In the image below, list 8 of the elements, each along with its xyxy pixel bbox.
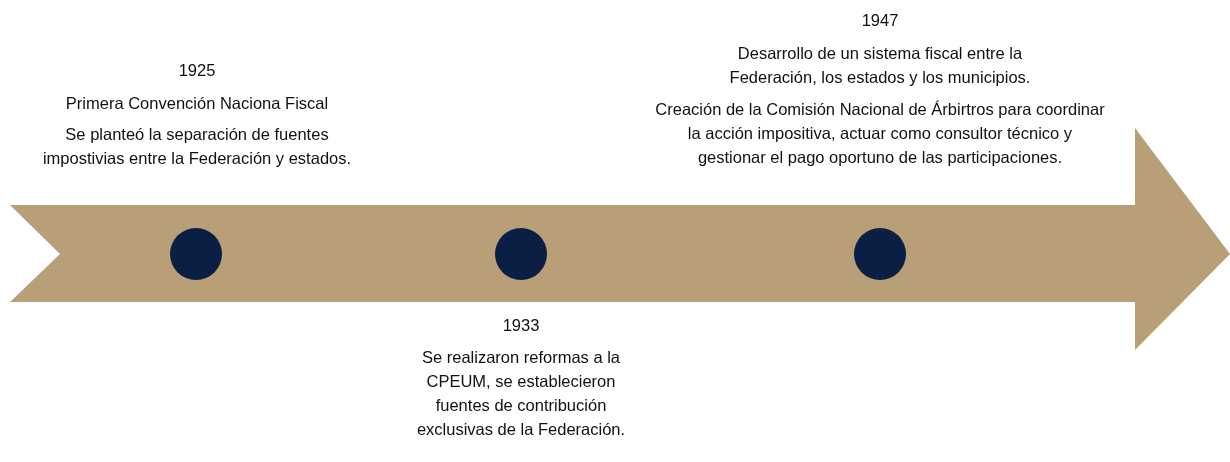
event-description: Se realizaron reformas a la CPEUM, se establecieron fuentes de contribución exclusivas de la Federación. (415, 347, 627, 440)
year-label: 1947 (860, 10, 900, 31)
event-description: Desarrollo de un sistema fiscal entre la Federación, los estados y los municipios. (728, 43, 1032, 88)
year-label: 1925 (177, 60, 217, 81)
event-title: Primera Convención Naciona Fiscal (64, 93, 330, 114)
year-label: 1933 (501, 315, 541, 336)
event-description: Se planteó la separación de fuentes impostivias entre la Federación y estados. (41, 124, 353, 169)
event-description: Creación de la Comisión Nacional de Árbirtros para coordinar la acción impositiva, actuar como consultor técnico y gestionar el pago oportuno de las participaciones. (655, 99, 1105, 168)
